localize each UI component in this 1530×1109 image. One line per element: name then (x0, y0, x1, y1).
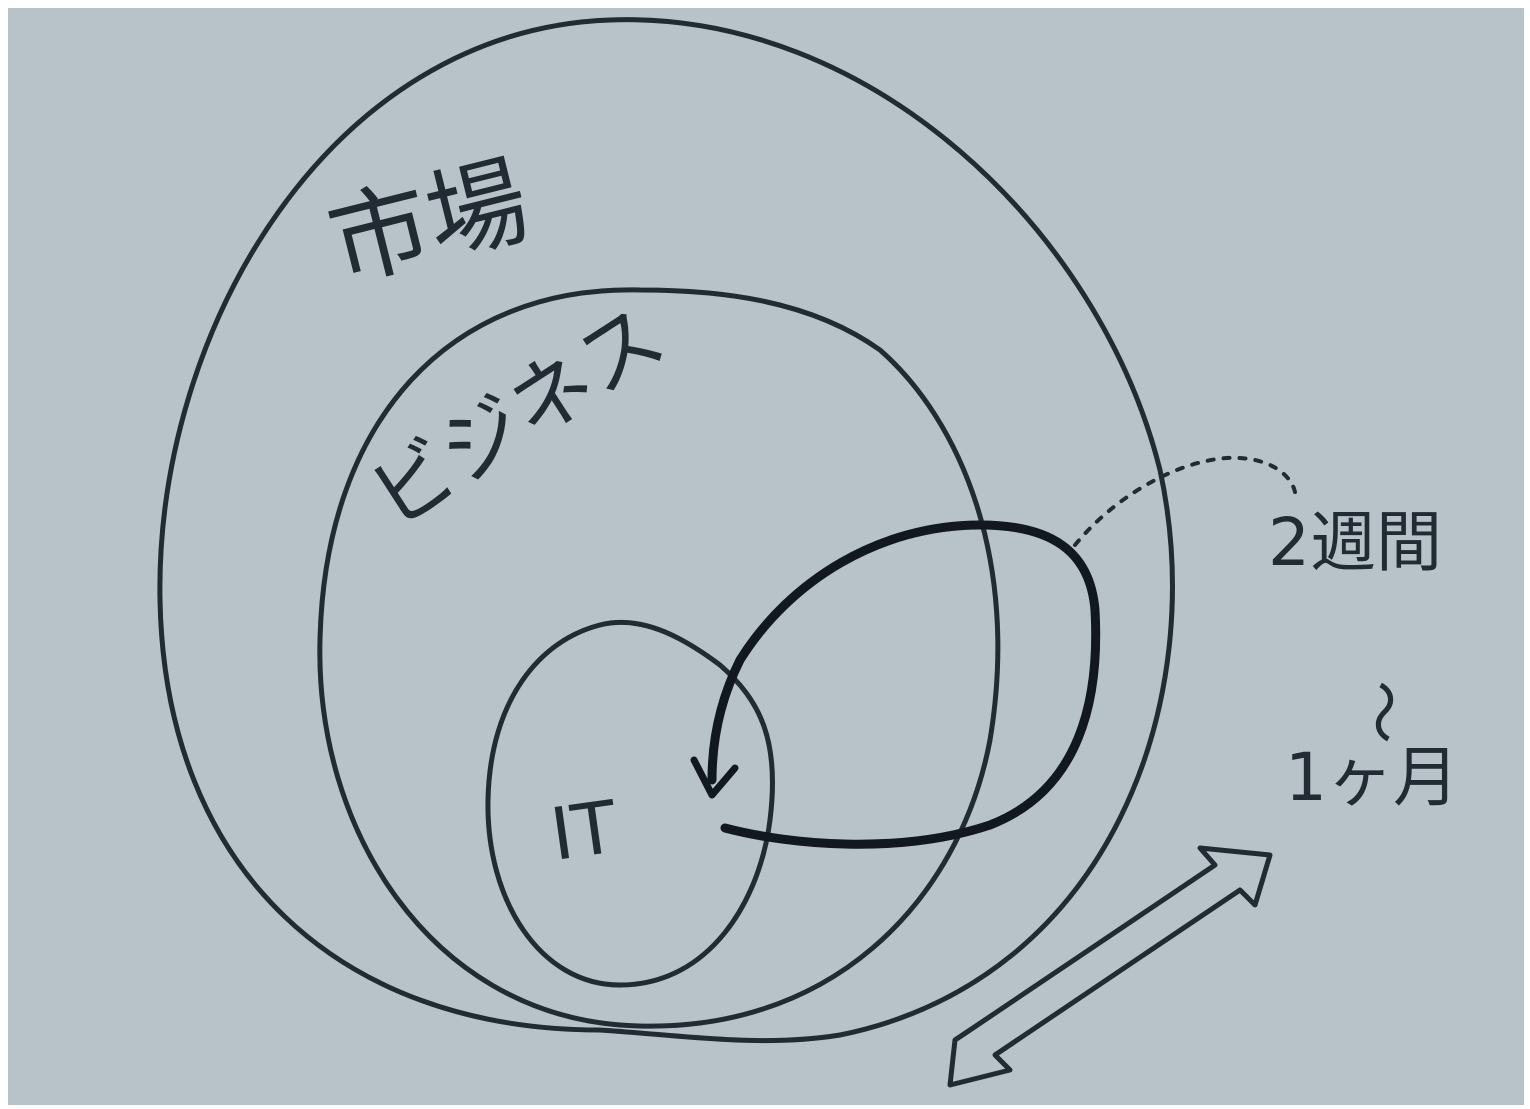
it-label: IT (546, 784, 623, 876)
dotted-leader-line (1073, 455, 1297, 547)
business-circle (317, 287, 1001, 1029)
period-range-mark: 〜 (1344, 680, 1418, 744)
loop-arrow-path (707, 520, 1101, 849)
double-headed-arrow (947, 845, 1273, 1088)
market-circle (157, 17, 1175, 1044)
loop-arrow-head (690, 756, 739, 799)
period-end-label: 1ヶ月 (1285, 739, 1459, 816)
it-circle (485, 619, 775, 988)
period-start-label: 2週間 (1268, 504, 1442, 581)
paper-background (8, 8, 1524, 1105)
